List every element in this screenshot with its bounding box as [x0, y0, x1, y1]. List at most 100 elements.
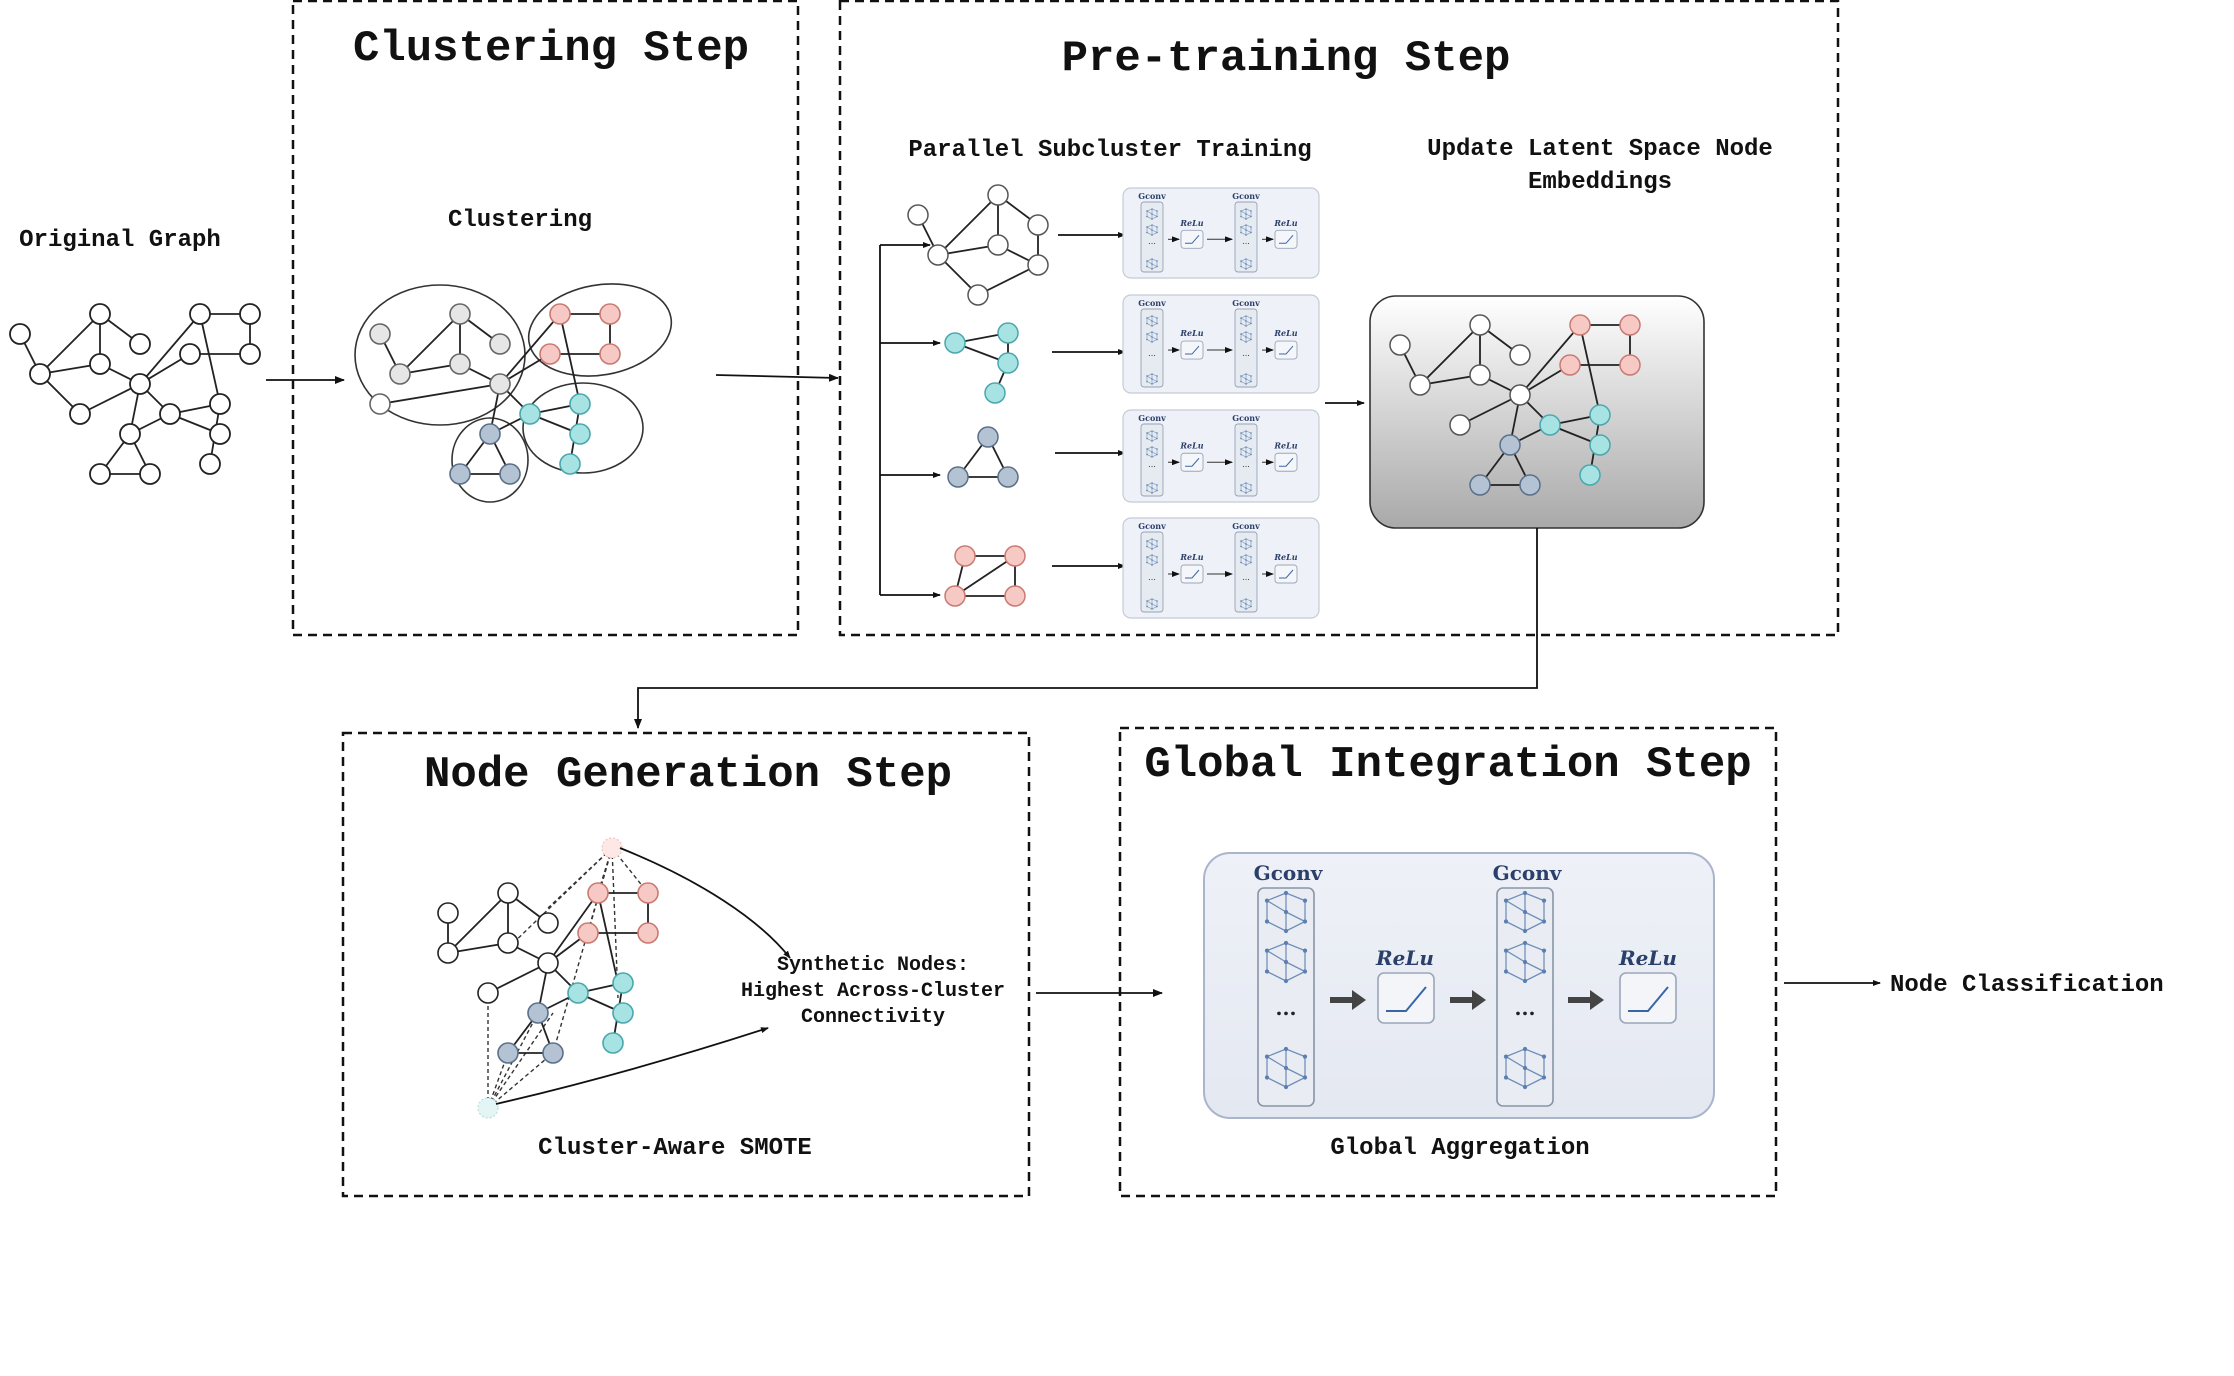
gconv-ellipsis-1: ... — [1276, 996, 1297, 1020]
mini-cube-icon — [1240, 331, 1252, 343]
mini-relu-box — [1274, 340, 1298, 360]
mini-relu-label: ReLu — [1273, 552, 1297, 562]
arrow-gconv1-to-relu1 — [1330, 990, 1366, 1010]
mini-cube-icon — [1146, 446, 1158, 458]
mini-cube-icon — [1240, 430, 1252, 442]
mini-relu-curve — [1185, 457, 1200, 467]
subcluster-graph-3 — [947, 426, 1019, 488]
relu-box-2 — [1619, 972, 1677, 1024]
mini-cube-icon — [1240, 208, 1252, 220]
mini-ellipsis: ... — [1148, 460, 1156, 469]
mini-cube-icon — [1240, 315, 1252, 327]
update-embeddings-label-2: Embeddings — [1528, 169, 1672, 196]
synthetic-nodes-label-2: Highest Across-Cluster — [741, 980, 1005, 1003]
node-generation-step-box — [341, 731, 1031, 1198]
mini-cube-icon — [1146, 598, 1158, 610]
arrow-relu1-to-gconv2 — [1450, 990, 1486, 1010]
global-integration-step-box — [1118, 726, 1778, 1198]
subcluster-graph-1 — [907, 184, 1049, 306]
mini-relu-curve — [1185, 569, 1200, 579]
mini-relu-box — [1274, 229, 1298, 249]
mini-gconv-label: Gconv — [1232, 413, 1260, 423]
mini-relu-curve — [1185, 234, 1200, 244]
global-aggregation-label: Global Aggregation — [1330, 1135, 1589, 1162]
mini-relu-curve — [1279, 345, 1294, 355]
mini-relu-label: ReLu — [1179, 552, 1203, 562]
mini-cube-icon — [1146, 208, 1158, 220]
subgraph-to-gnn-arrows — [1052, 232, 1126, 569]
relu-label-1: ReLu — [1375, 946, 1434, 970]
mini-cube-icon — [1240, 598, 1252, 610]
mini-relu-label: ReLu — [1179, 328, 1203, 338]
mini-ellipsis: ... — [1242, 349, 1250, 358]
gconv-cube-icon — [1503, 940, 1547, 984]
mini-gconv-label: Gconv — [1232, 298, 1260, 308]
synthetic-nodes-label-1: Synthetic Nodes: — [777, 954, 969, 977]
global-gnn-panel: Gconv Gconv ... ... ReLu ReLu — [1203, 852, 1715, 1119]
mini-gconv-label: Gconv — [1138, 298, 1166, 308]
mini-relu-label: ReLu — [1273, 218, 1297, 228]
synthetic-node-top — [601, 837, 623, 859]
connector-pretraining-to-node-generation — [634, 528, 1538, 729]
parallel-training-label: Parallel Subcluster Training — [908, 137, 1311, 164]
gconv-cube-icon — [1264, 1046, 1308, 1090]
mini-cube-icon — [1240, 258, 1252, 270]
mini-relu-label: ReLu — [1179, 218, 1203, 228]
arrow-synthetic-bottom — [495, 1027, 769, 1105]
mini-cube-icon — [1146, 258, 1158, 270]
mini-gconv-label: Gconv — [1232, 191, 1260, 201]
mini-cube-icon — [1240, 482, 1252, 494]
mini-cube-icon — [1146, 554, 1158, 566]
mini-ellipsis: ... — [1148, 349, 1156, 358]
mini-relu-curve — [1185, 345, 1200, 355]
mini-ellipsis: ... — [1148, 573, 1156, 582]
mini-panel-frame — [1122, 517, 1320, 619]
mini-cube-icon — [1146, 315, 1158, 327]
mini-cube-icon — [1146, 224, 1158, 236]
mini-relu-label: ReLu — [1273, 441, 1297, 451]
original-graph — [9, 303, 261, 485]
mini-relu-curve — [1279, 234, 1294, 244]
latent-space-embedding-box — [1369, 295, 1705, 529]
mini-cube-icon — [1240, 224, 1252, 236]
mini-relu-curve — [1279, 457, 1294, 467]
mini-panel-frame — [1122, 187, 1320, 279]
mini-relu-box — [1180, 564, 1204, 584]
mini-cube-icon — [1240, 373, 1252, 385]
mini-ellipsis: ... — [1148, 237, 1156, 246]
mini-gconv-column — [1140, 201, 1164, 273]
mini-gconv-label: Gconv — [1232, 521, 1260, 531]
mini-relu-box — [1180, 229, 1204, 249]
arrow-gconv2-to-relu2 — [1568, 990, 1604, 1010]
gconv-cube-icon — [1503, 1046, 1547, 1090]
gconv-cube-icon — [1503, 890, 1547, 934]
mini-gconv-column — [1234, 201, 1258, 273]
mini-relu-box — [1274, 452, 1298, 472]
mini-relu-box — [1180, 340, 1204, 360]
subcluster-graph-4 — [944, 545, 1026, 607]
gconv-label-2: Gconv — [1493, 861, 1563, 885]
mini-relu-box — [1274, 564, 1298, 584]
mini-cube-icon — [1240, 446, 1252, 458]
branch-lines — [879, 242, 941, 598]
mini-relu-box — [1180, 452, 1204, 472]
node-generation-step-title: Node Generation Step — [424, 750, 952, 800]
mini-gconv-label: Gconv — [1138, 521, 1166, 531]
mini-cube-icon — [1146, 430, 1158, 442]
relu-label-2: ReLu — [1618, 946, 1677, 970]
mini-ellipsis: ... — [1242, 237, 1250, 246]
gconv-layer-1 — [1257, 887, 1315, 1107]
original-graph-label: Original Graph — [19, 227, 221, 254]
clustering-label: Clustering — [448, 207, 592, 234]
mini-gconv-column — [1140, 308, 1164, 388]
mini-gconv-column — [1140, 531, 1164, 613]
arrow-synthetic-top — [619, 847, 791, 959]
mini-ellipsis: ... — [1242, 460, 1250, 469]
mini-cube-icon — [1146, 538, 1158, 550]
mini-gconv-column — [1140, 423, 1164, 497]
